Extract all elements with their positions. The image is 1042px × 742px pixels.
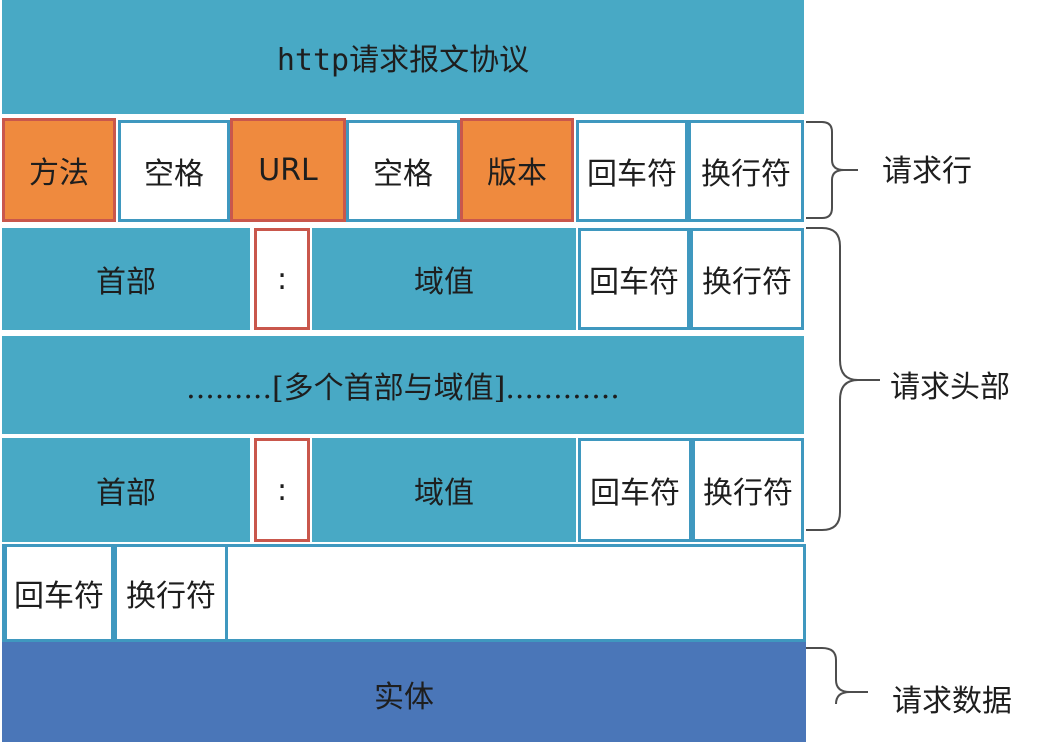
request-data-brace <box>806 647 868 705</box>
version-cell: 版本 <box>460 118 574 222</box>
header-value-cell-2: 域值 <box>312 438 576 542</box>
header-cr-cell-2: 回车符 <box>578 438 692 542</box>
request-line-label: 请求行 <box>882 154 972 189</box>
header-colon-cell-2: : <box>254 438 310 542</box>
header-cr-cell-1: 回车符 <box>578 228 690 330</box>
request-line-brace <box>806 121 858 219</box>
header-colon-cell-1: : <box>254 228 310 330</box>
header-name-cell-2: 首部 <box>2 438 250 542</box>
request-data-label: 请求数据 <box>892 684 1012 719</box>
multi-headers-row: .........[多个首部与域值]............ <box>2 336 804 434</box>
header-name-cell-1: 首部 <box>2 228 250 330</box>
space-cell-2: 空格 <box>346 120 460 222</box>
url-cell: URL <box>230 118 346 222</box>
title-bar: http请求报文协议 <box>2 0 804 114</box>
blank-line-cr-cell: 回车符 <box>4 544 114 642</box>
blank-line-lf-cell: 换行符 <box>114 544 228 642</box>
space-cell-1: 空格 <box>118 120 230 222</box>
request-headers-brace <box>806 227 880 531</box>
request-line-lf-cell: 换行符 <box>688 120 804 222</box>
request-headers-label: 请求头部 <box>890 370 1010 405</box>
request-line-cr-cell: 回车符 <box>576 120 688 222</box>
header-value-cell-1: 域值 <box>312 228 576 330</box>
entity-body-cell: 实体 <box>2 642 806 742</box>
header-lf-cell-2: 换行符 <box>692 438 804 542</box>
method-cell: 方法 <box>2 118 116 222</box>
header-lf-cell-1: 换行符 <box>690 228 804 330</box>
